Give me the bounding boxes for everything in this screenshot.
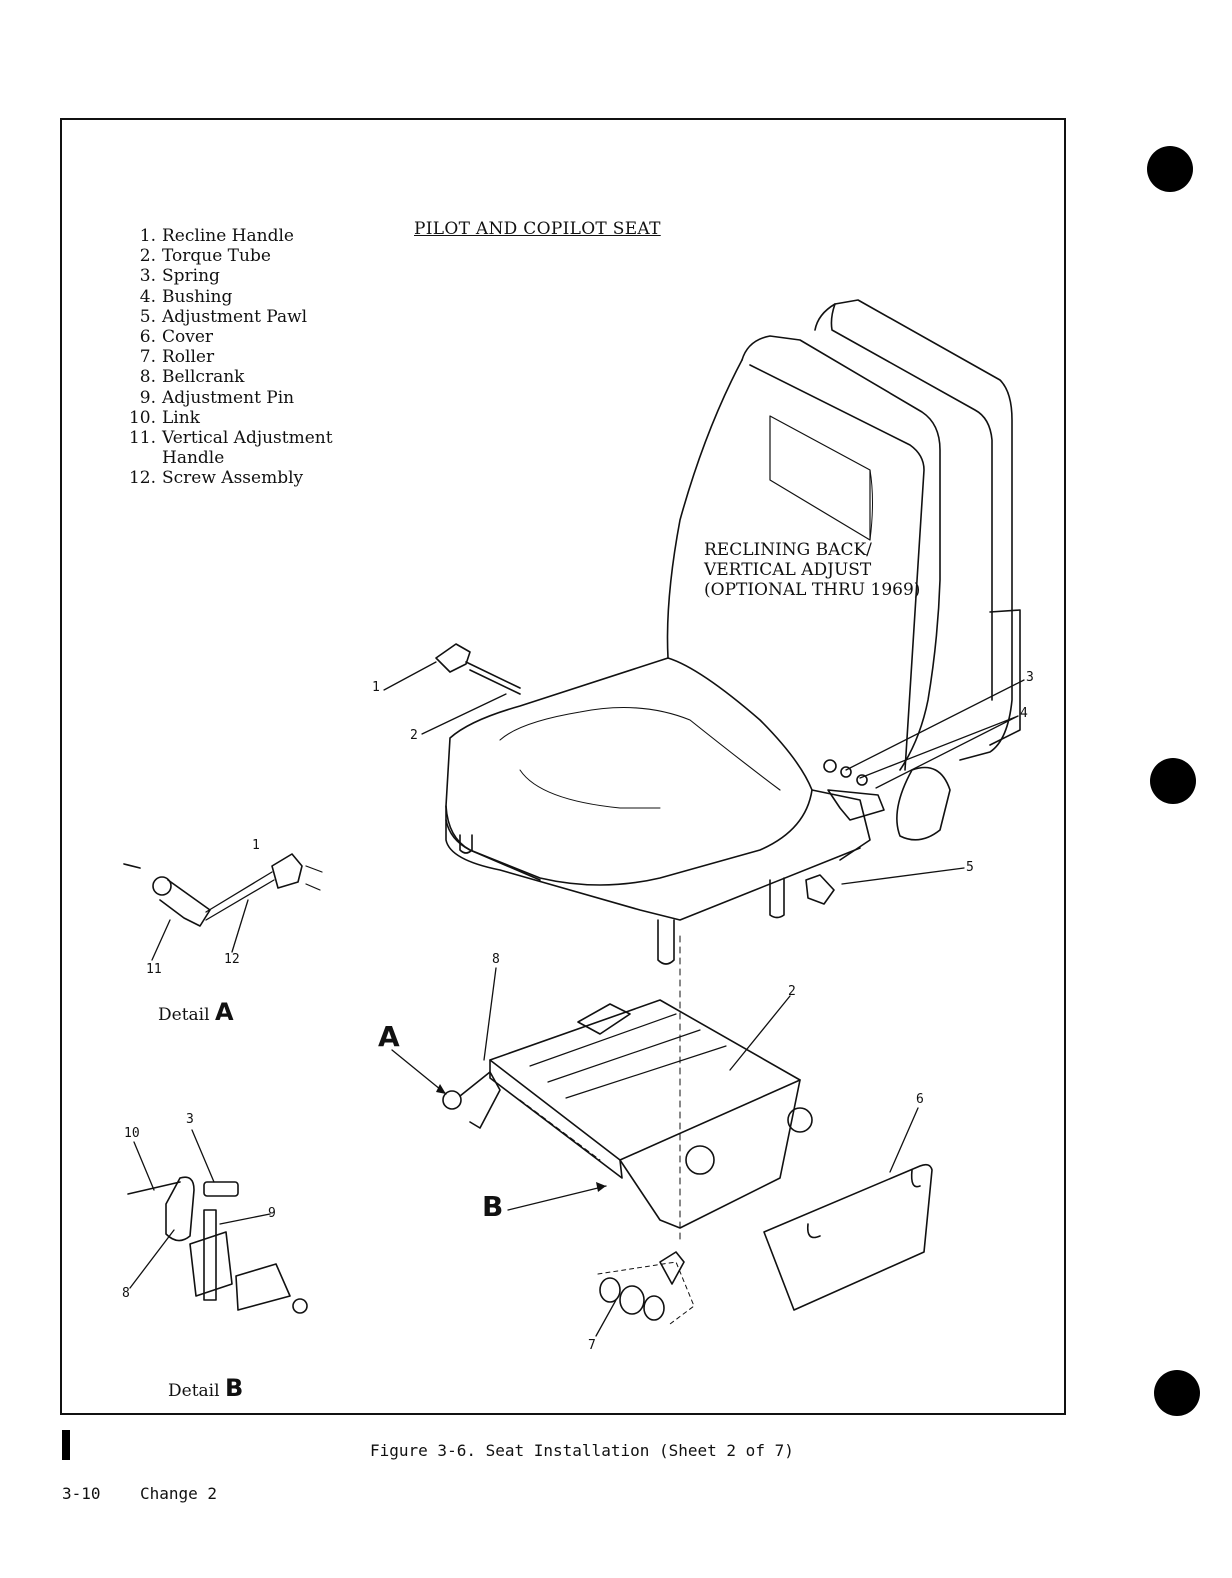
detail-a-callout-11: 11 bbox=[146, 962, 162, 977]
detail-a-drawing bbox=[123, 853, 323, 927]
legend-item: 6. Cover bbox=[110, 327, 333, 347]
detail-b-callout-3: 3 bbox=[186, 1112, 194, 1127]
note-line-3: (OPTIONAL THRU 1969) bbox=[704, 580, 921, 600]
figure-title: PILOT AND COPILOT SEAT bbox=[414, 219, 661, 239]
legend-item-label: Screw Assembly bbox=[162, 468, 304, 489]
legend-item: 4. Bushing bbox=[110, 287, 333, 307]
detail-b-callout-8: 8 bbox=[122, 1286, 130, 1301]
figure-frame bbox=[60, 118, 1066, 1415]
legend-item: 9. Adjustment Pin bbox=[110, 388, 333, 408]
reclining-note: RECLINING BACK/ VERTICAL ADJUST (OPTIONA… bbox=[704, 540, 920, 600]
callout-5: 5 bbox=[966, 860, 974, 875]
legend-item: 5. Adjustment Pawl bbox=[110, 307, 333, 327]
callout-7: 7 bbox=[588, 1338, 596, 1353]
margin-dot-bottom bbox=[1154, 1370, 1200, 1416]
legend-item-number: 3. bbox=[139, 266, 156, 287]
legend-item-number: 9. bbox=[139, 387, 156, 408]
legend-item: 2. Torque Tube bbox=[110, 246, 333, 266]
detail-b-letter: B bbox=[224, 1374, 244, 1402]
legend-item: 8. Bellcrank bbox=[110, 367, 333, 387]
legend-item: 11. Vertical Adjustment bbox=[110, 428, 333, 448]
detail-b-label: Detail B bbox=[168, 1374, 243, 1402]
callout-2b: 2 bbox=[788, 984, 796, 999]
margin-dot-top bbox=[1147, 146, 1193, 192]
callout-4: 4 bbox=[1020, 706, 1028, 721]
legend-item-number: 10. bbox=[128, 407, 156, 428]
seat-frame-assembly bbox=[442, 935, 813, 1241]
rear-seat-back bbox=[814, 299, 1021, 761]
callout-6: 6 bbox=[916, 1092, 924, 1107]
legend-item-label: Adjustment Pin bbox=[162, 387, 295, 408]
callout-2: 2 bbox=[410, 728, 418, 743]
seat-cushion bbox=[445, 657, 871, 921]
leader-lines bbox=[129, 661, 1025, 1337]
legend-item-label: Roller bbox=[162, 347, 215, 368]
margin-dot-middle bbox=[1150, 758, 1196, 804]
legend-item: 7. Roller bbox=[110, 347, 333, 367]
legend-item: 3. Spring bbox=[110, 266, 333, 286]
callout-1: 1 bbox=[372, 680, 380, 695]
legend-item-number: 1. bbox=[139, 226, 156, 246]
parts-legend: 1. Recline Handle 2. Torque Tube 3. Spring 4. B… bbox=[110, 226, 333, 489]
detail-a-letter: A bbox=[214, 998, 234, 1026]
seat-cover-plate bbox=[763, 1163, 933, 1311]
note-line-1: RECLINING BACK/ bbox=[704, 540, 872, 560]
callout-3: 3 bbox=[1026, 670, 1034, 685]
legend-item-number: 11. bbox=[128, 428, 156, 449]
legend-item-label: Bellcrank bbox=[162, 367, 245, 388]
legend-item-label: Handle bbox=[162, 448, 225, 469]
view-letter-a: A bbox=[378, 1020, 400, 1053]
legend-item-label: Bushing bbox=[162, 286, 233, 307]
legend-item: Handle bbox=[110, 448, 333, 468]
legend-item-label: Torque Tube bbox=[162, 246, 271, 267]
legend-item-number: 12. bbox=[128, 468, 156, 489]
legend-item-label: Vertical Adjustment bbox=[162, 428, 333, 449]
recline-handle-assembly bbox=[435, 643, 521, 695]
right-mechanism bbox=[805, 759, 951, 905]
legend-item: 12. Screw Assembly bbox=[110, 468, 333, 488]
seat-legs bbox=[459, 834, 785, 965]
legend-item: 10. Link bbox=[110, 408, 333, 428]
arrowheads bbox=[436, 1084, 606, 1192]
legend-item-label: Link bbox=[162, 407, 200, 428]
roller-parts bbox=[597, 1251, 695, 1325]
detail-a-callout-1: 1 bbox=[252, 838, 260, 853]
legend-item-number: 8. bbox=[139, 367, 156, 388]
page-number: 3-10 bbox=[62, 1484, 101, 1503]
legend-item-label: Cover bbox=[162, 327, 214, 348]
detail-a-word: Detail bbox=[158, 1005, 210, 1025]
legend-item-number: 2. bbox=[139, 246, 156, 267]
detail-a-label: Detail A bbox=[158, 998, 234, 1026]
detail-b-word: Detail bbox=[168, 1381, 220, 1401]
legend-item-number: 6. bbox=[139, 327, 156, 348]
legend-item-number: 7. bbox=[139, 347, 156, 368]
callout-8: 8 bbox=[492, 952, 500, 967]
legend-item-label: Adjustment Pawl bbox=[162, 306, 308, 327]
legend-item: 1. Recline Handle bbox=[110, 226, 333, 246]
note-line-2: VERTICAL ADJUST bbox=[704, 560, 872, 580]
change-number: Change 2 bbox=[140, 1484, 218, 1503]
view-letter-b: B bbox=[482, 1190, 504, 1223]
legend-item-label: Recline Handle bbox=[162, 226, 294, 246]
detail-b-drawing bbox=[127, 1176, 308, 1314]
figure-caption: Figure 3-6. Seat Installation (Sheet 2 o… bbox=[370, 1441, 794, 1460]
legend-item-number: 5. bbox=[139, 306, 156, 327]
front-seat-back bbox=[666, 335, 941, 771]
detail-b-callout-9: 9 bbox=[268, 1206, 276, 1221]
change-bar bbox=[62, 1430, 70, 1460]
detail-a-callout-12: 12 bbox=[224, 952, 240, 967]
legend-item-number: 4. bbox=[139, 286, 156, 307]
legend-item-label: Spring bbox=[162, 266, 220, 287]
detail-b-callout-10: 10 bbox=[124, 1126, 140, 1141]
